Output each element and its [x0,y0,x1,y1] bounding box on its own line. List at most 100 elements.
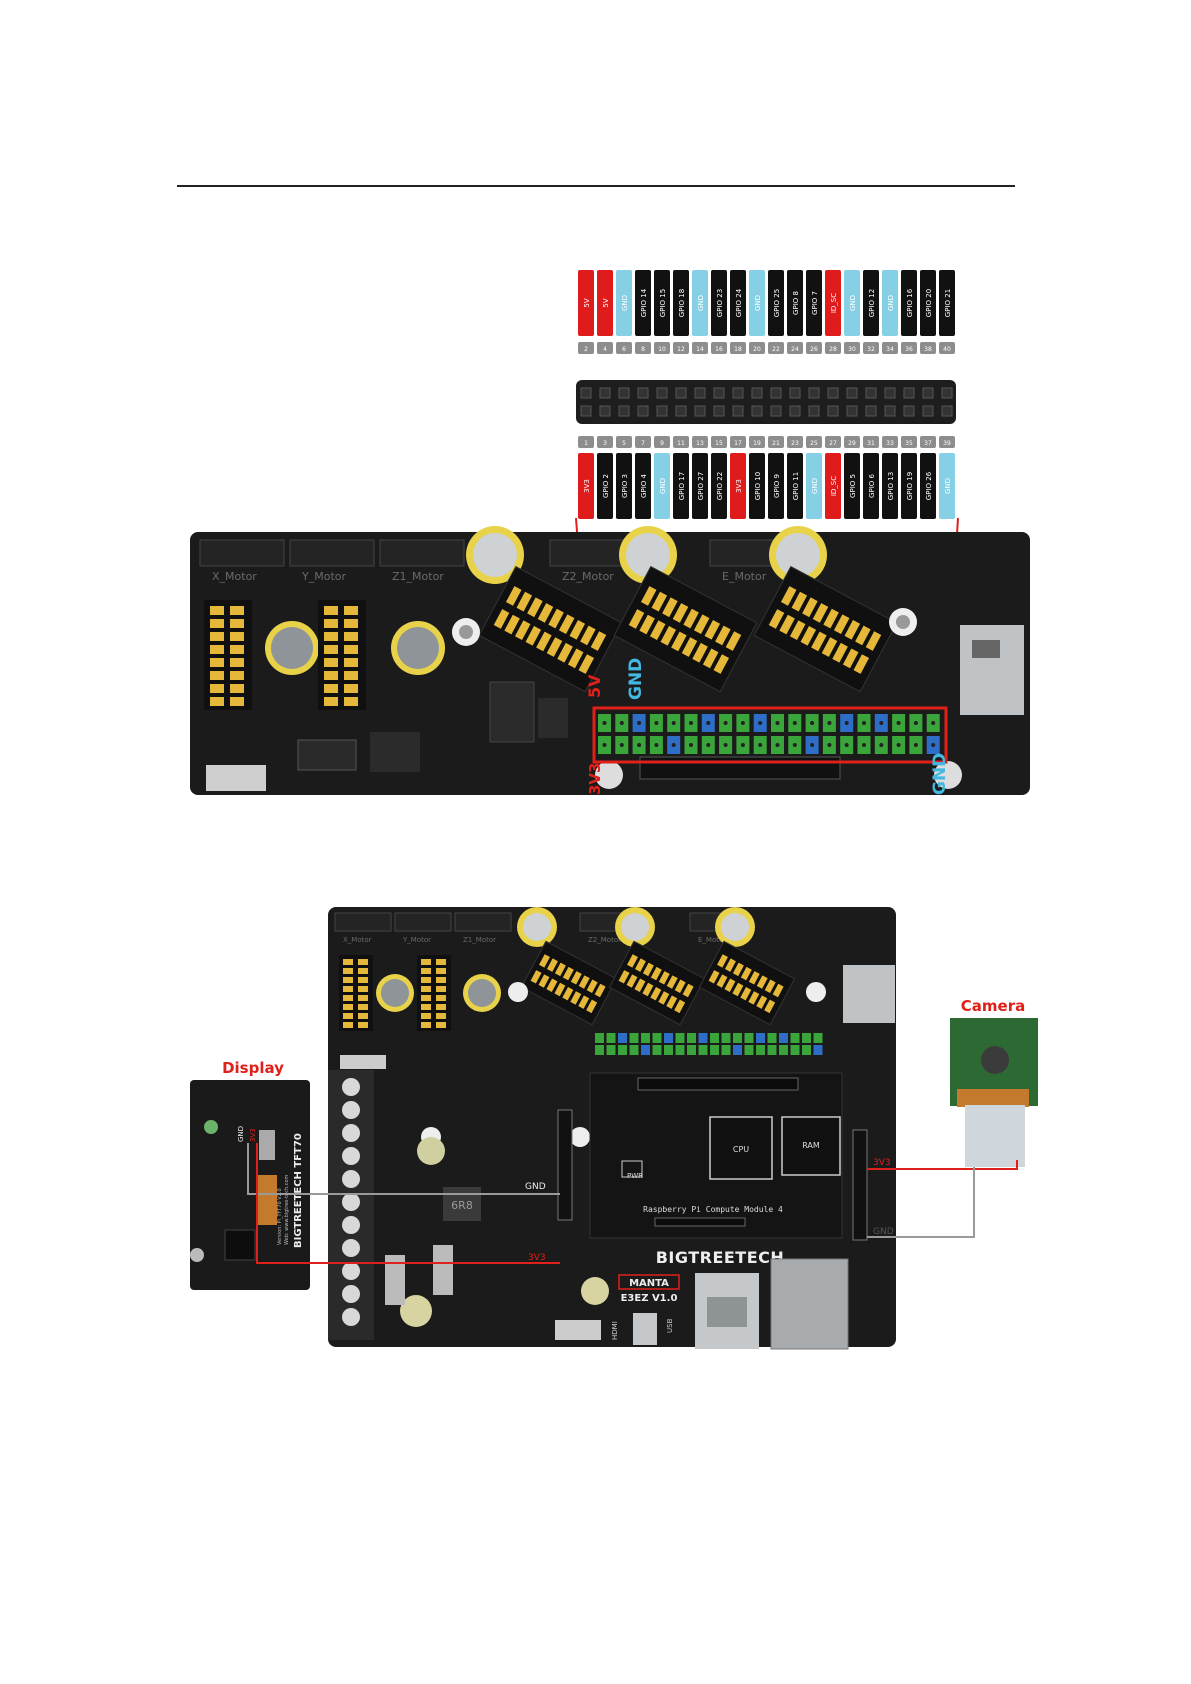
bottom-pin-label: ID_SC [830,476,838,496]
bottom-pin-4 [635,453,651,519]
display-3v3: 3V3 [249,1128,257,1142]
top-pin-label: GPIO 8 [792,291,800,315]
dip-lever [324,658,338,667]
top-pin-label: GND [697,295,705,311]
dip-lever [344,606,358,615]
top-pin-label: GPIO 14 [640,288,648,317]
wire-camera-3v3 [867,1160,1018,1170]
dip-lever [210,632,224,641]
module-label: Raspberry Pi Compute Module 4 [643,1205,783,1214]
header-pin [941,405,953,417]
bottom-number-bg [749,436,765,448]
top-number: 12 [677,346,685,353]
header-pin [599,387,611,399]
bottom-number-bg [844,436,860,448]
terminal-screw [342,1147,360,1165]
camera-ribbon [965,1105,1025,1167]
bottom-pin-label: 3V3 [735,479,743,493]
bottom-pin-8 [711,453,727,519]
header-pin [941,387,953,399]
bottom-pin-6 [673,453,689,519]
bottom-number: 33 [886,440,894,447]
header-pin [865,405,877,417]
top-pin-19 [920,270,936,336]
gpio-pin-bottom [652,1045,662,1055]
top-pin-1 [578,270,594,336]
bottom-pin-label: 3V3 [583,479,591,493]
bottom-number: 21 [772,440,780,447]
top-pin-11 [768,270,784,336]
top-pin-label: 5V [583,298,591,307]
dip-lever [324,671,338,680]
motor-connector [334,912,392,932]
bottom-number: 27 [829,440,837,447]
wire-display-3v3 [256,1143,560,1264]
bottom-pin-18 [901,453,917,519]
header-pin [884,405,896,417]
bottom-pin-label: GPIO 17 [678,472,686,500]
bottom-number-bg [863,436,879,448]
bottom-pin-label: GPIO 10 [754,472,762,500]
header-pin [922,405,934,417]
top-pin-13 [806,270,822,336]
header-pin [580,387,592,399]
gpio-pin-top [698,1033,708,1043]
top-number-bg [787,342,803,354]
bottom-pin-label: GND [944,478,952,494]
header-pin [675,405,687,417]
bottom-number: 3 [603,440,607,447]
stepper-driver [698,940,796,1026]
top-pin-7 [692,270,708,336]
dip-lever [324,697,338,706]
dip-lever [324,606,338,615]
inductor-label: 6R8 [451,1199,473,1212]
gpio-pin-top [652,1033,662,1043]
header-pin [770,405,782,417]
bottom-pin-7 [692,453,708,519]
motor-label: Z1_Motor [392,570,444,583]
wire-camera-gnd [867,1167,975,1238]
gpio-pin-bottom [675,1045,685,1055]
top-number-bg [654,342,670,354]
header-pins [580,387,953,417]
gpio-pin-top [779,1033,788,1043]
top-pin-label: GPIO 18 [678,289,686,317]
motor-connector [454,912,512,932]
bottom-pin-15 [844,453,860,519]
dip-lever [344,684,358,693]
top-pin-2 [597,270,613,336]
top-pin-3 [616,270,632,336]
motor-connector [379,539,465,567]
bottom-number-bg [711,436,727,448]
top-pin-8 [711,270,727,336]
bottom-number: 11 [677,440,685,447]
motor-label: Z1_Motor [463,936,496,944]
bottom-number: 35 [905,440,913,447]
dip-lever [210,619,224,628]
bottom-pin-20 [939,453,955,519]
top-pin-label: GPIO 24 [735,288,743,317]
header-pin [770,387,782,399]
terminal-screw [342,1308,360,1326]
motor-label: X_Motor [212,570,257,583]
gpio-pin-top [790,1033,800,1043]
header-pin [599,405,611,417]
hdmi-label: HDMI [611,1321,619,1340]
bottom-pin-label: GND [811,478,819,494]
dip-lever [344,658,358,667]
gpio-pin-bottom [710,1045,719,1055]
board2-capacitors [376,907,755,1012]
bottom-pin-label: GND [659,478,667,494]
header-pin [637,387,649,399]
bottom-pin-14 [825,453,841,519]
bottom-pin-9 [730,453,746,519]
top-number: 38 [924,346,932,353]
board1-stepper-drivers [478,565,898,693]
header-pin [846,405,858,417]
bottom-number: 1 [584,440,588,447]
gpio-pin-bottom [744,1045,754,1055]
header-pin [713,405,725,417]
top-pin-label: GND [849,295,857,311]
bottom-number-bg [673,436,689,448]
